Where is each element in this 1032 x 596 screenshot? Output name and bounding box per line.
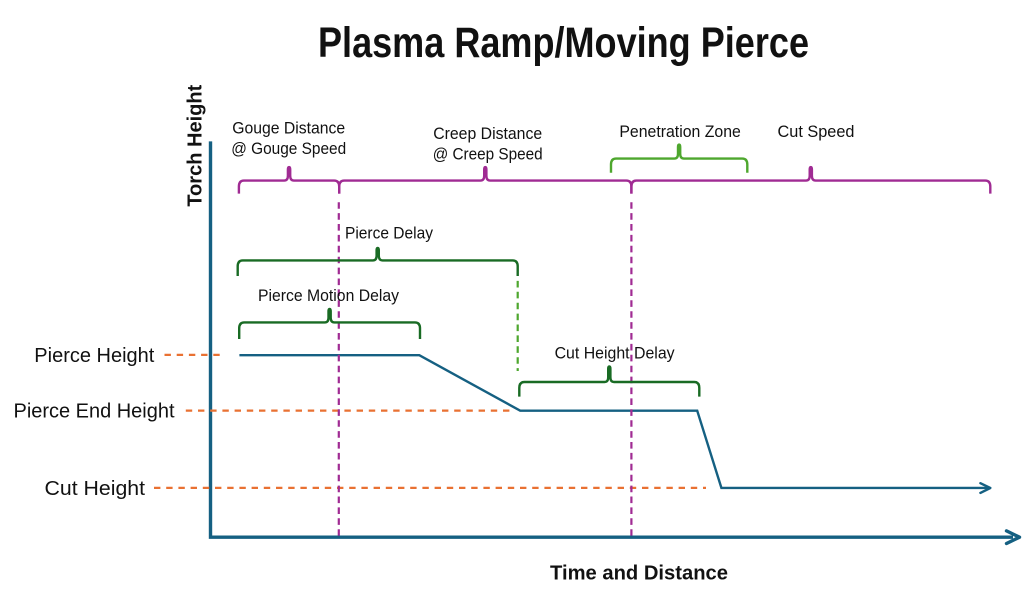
svg-text:Gouge Distance: Gouge Distance [232,120,345,138]
svg-text:Plasma Ramp/Moving Pierce: Plasma Ramp/Moving Pierce [318,19,809,67]
svg-text:Pierce End Height: Pierce End Height [14,400,175,423]
svg-text:Cut Height Delay: Cut Height Delay [555,344,676,362]
svg-text:@ Gouge Speed: @ Gouge Speed [231,140,346,158]
svg-text:Penetration Zone: Penetration Zone [619,123,741,141]
svg-text:Cut Speed: Cut Speed [778,123,855,141]
svg-text:Cut Height: Cut Height [45,477,146,500]
svg-text:@ Creep Speed: @ Creep Speed [433,146,543,164]
svg-text:Torch Height: Torch Height [185,84,207,206]
svg-text:Time and Distance: Time and Distance [550,563,728,585]
svg-text:Pierce Height: Pierce Height [34,344,154,367]
svg-text:Creep Distance: Creep Distance [433,125,542,143]
svg-text:Pierce Motion Delay: Pierce Motion Delay [258,287,400,305]
svg-text:Pierce Delay: Pierce Delay [345,225,434,243]
